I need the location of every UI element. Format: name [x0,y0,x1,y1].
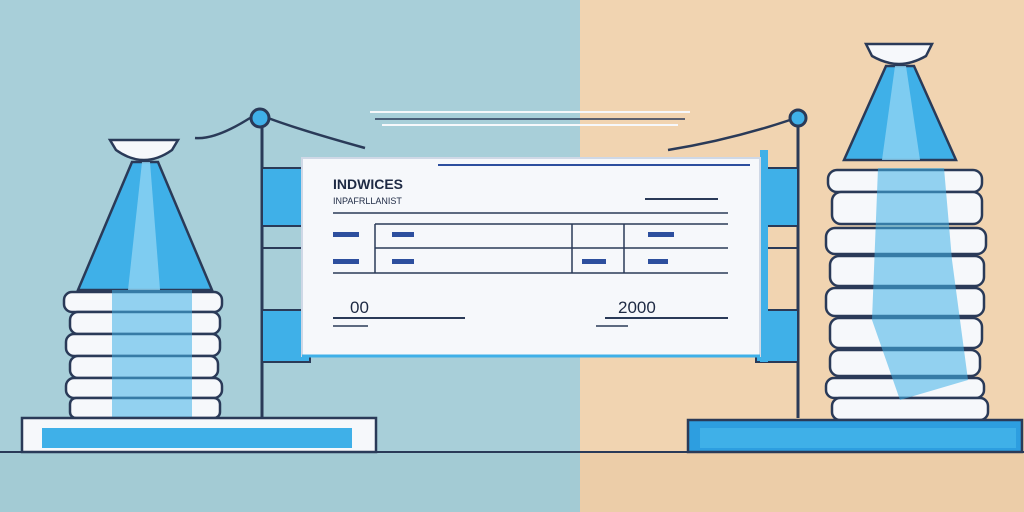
invoice-amount-left: 00 [350,298,369,317]
right-base-platform [686,418,1024,454]
right-pivot [788,108,808,128]
floor-left [0,452,580,512]
right-weight-stack [824,42,990,422]
invoice-table [333,223,728,274]
left-wire [194,116,366,150]
left-pivot [249,107,271,129]
left-weight-stack [62,138,224,420]
invoice-amount-right: 2000 [618,298,656,317]
invoice-title: INDWICES [333,176,403,192]
right-wire [667,118,791,152]
floor-right [580,452,1024,512]
invoice-subtitle: INPAFRLLANIST [333,196,402,206]
left-base-platform [20,416,378,454]
invoice-document: INDWICES INPAFRLLANIST 00 2000 [301,150,768,362]
